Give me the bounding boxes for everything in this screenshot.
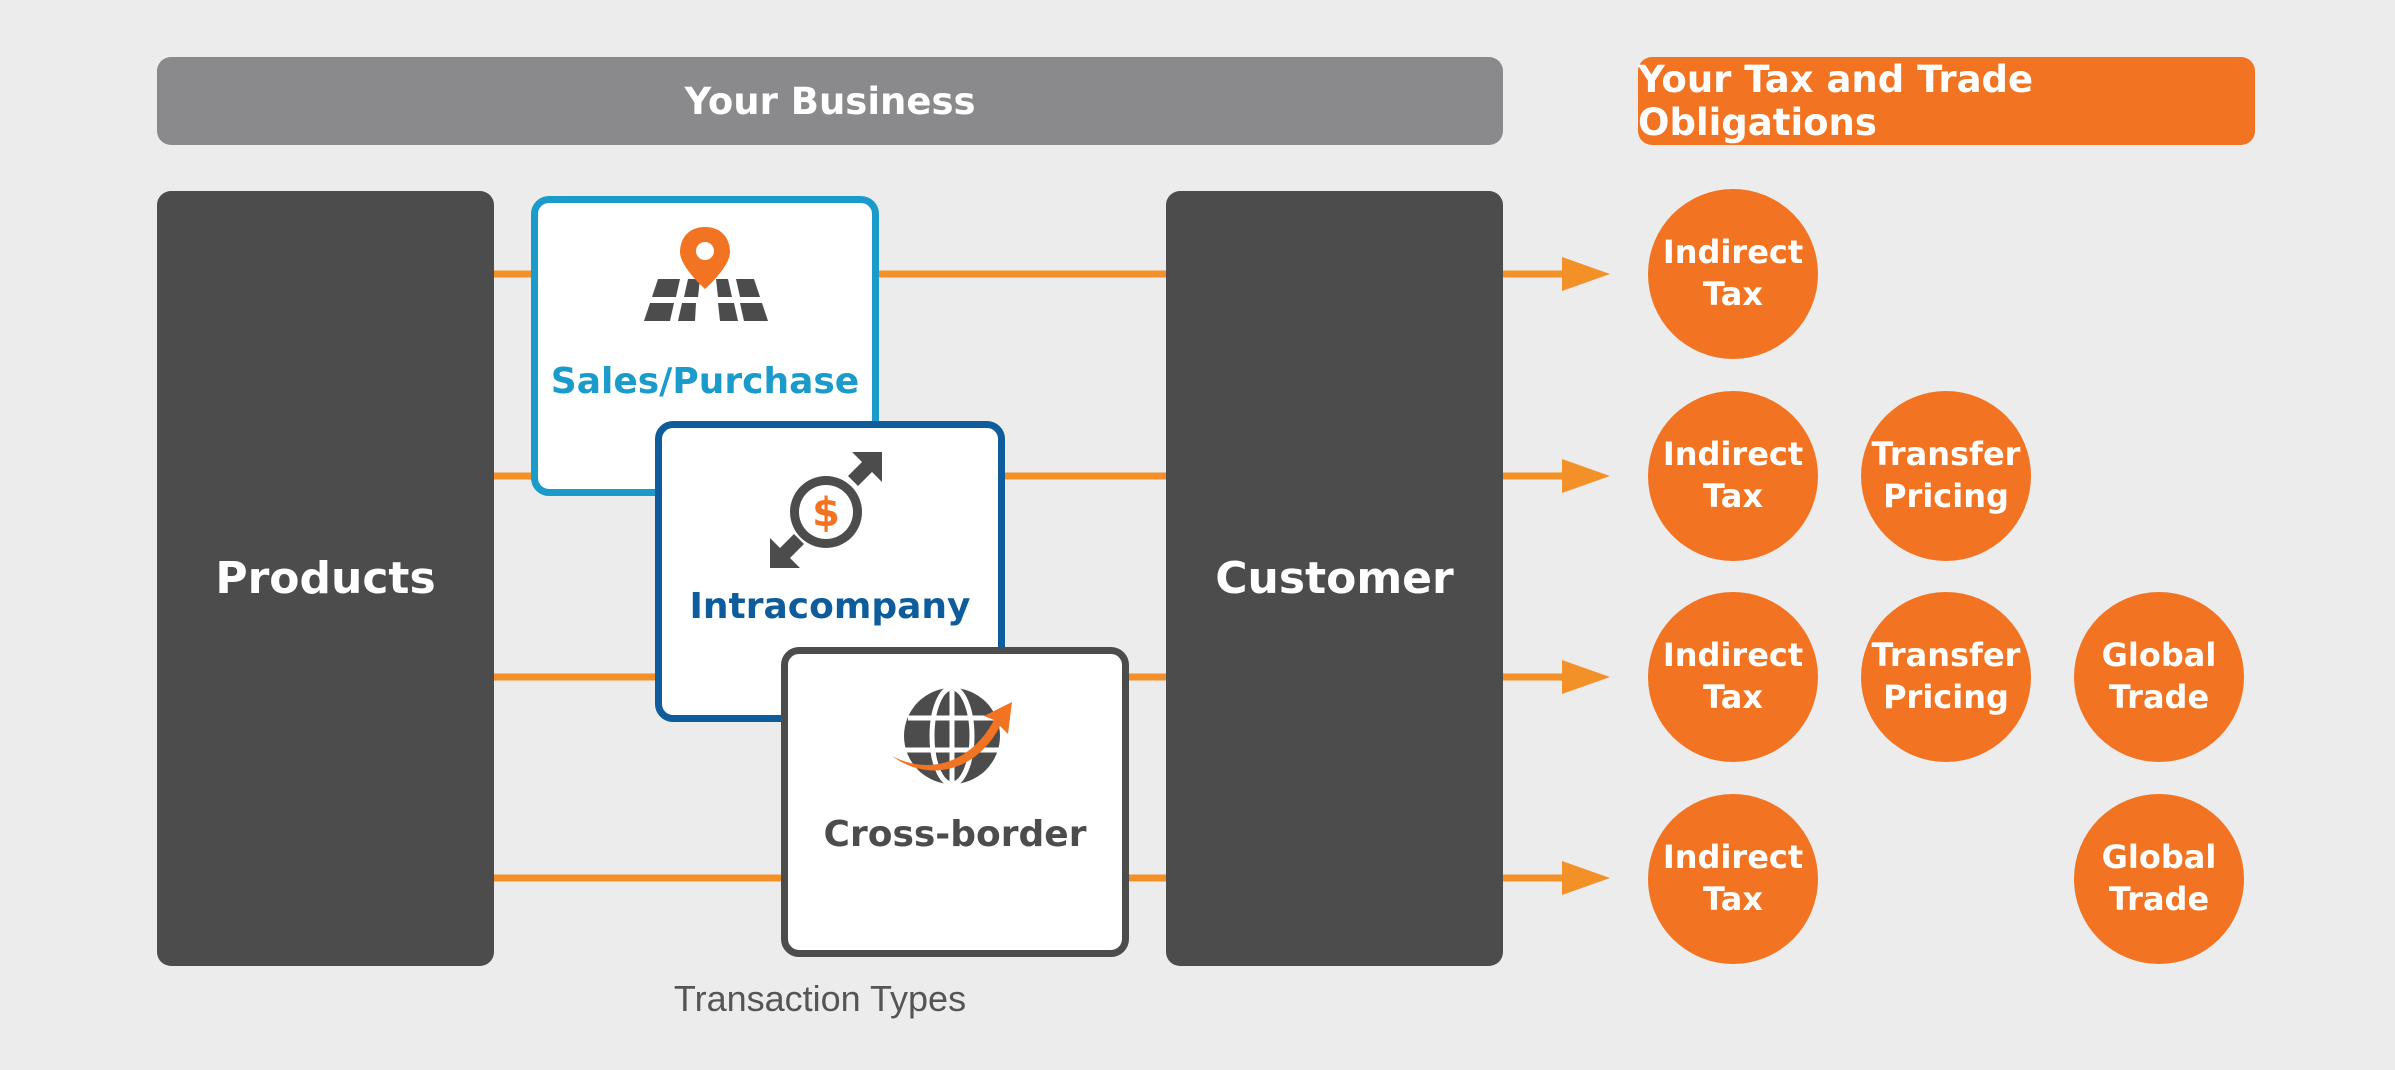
sales-purchase-label: Sales/Purchase — [550, 361, 860, 402]
cross-border-label: Cross-border — [823, 814, 1087, 855]
products-column: Products — [157, 191, 494, 966]
customer-column: Customer — [1166, 191, 1503, 966]
indirect-tax-circle-row3: Indirect Tax — [1648, 592, 1818, 762]
your-business-header: Your Business — [157, 57, 1503, 145]
svg-text:$: $ — [812, 490, 840, 536]
globe-arrow-icon — [892, 685, 1012, 787]
arrow-head-3 — [1562, 660, 1610, 694]
transfer-pricing-circle-row3: Transfer Pricing — [1861, 592, 2031, 762]
indirect-tax-circle-row4: Indirect Tax — [1648, 794, 1818, 964]
arrow-head-4 — [1562, 861, 1610, 895]
obligations-header: Your Tax and Trade Obligations — [1638, 57, 2255, 145]
intracompany-label: Intracompany — [689, 586, 971, 627]
global-trade-circle-row3: Global Trade — [2074, 592, 2244, 762]
global-trade-circle-row4: Global Trade — [2074, 794, 2244, 964]
transaction-types-label: Transaction Types — [673, 978, 967, 1019]
map-pin-icon — [644, 227, 768, 321]
indirect-tax-circle-row1: Indirect Tax — [1648, 189, 1818, 359]
indirect-tax-circle-row2: Indirect Tax — [1648, 391, 1818, 561]
transfer-pricing-circle-row2: Transfer Pricing — [1861, 391, 2031, 561]
cross-border-card: Cross-border — [781, 647, 1129, 957]
dollar-exchange-icon: $ — [770, 452, 882, 568]
arrow-head-2 — [1562, 459, 1610, 493]
arrow-head-1 — [1562, 257, 1610, 291]
